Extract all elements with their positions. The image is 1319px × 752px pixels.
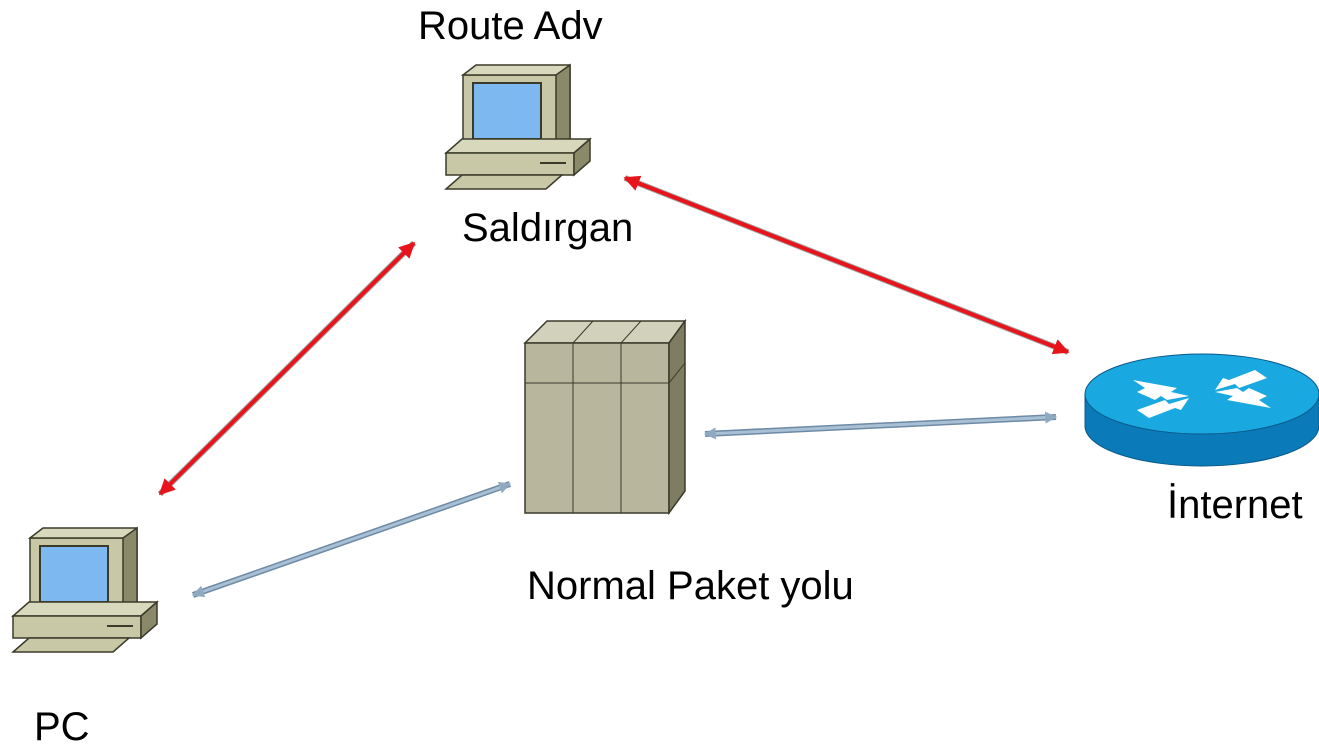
normal-path-label: Normal Paket yolu [527, 564, 854, 608]
attacker-label: Saldırgan [462, 206, 634, 250]
workstation-icon [11, 526, 159, 653]
internet-label: İnternet [1167, 483, 1303, 527]
pc-label: PC [34, 705, 90, 749]
link-pc-attacker [157, 240, 417, 497]
router-icon [1084, 353, 1319, 467]
link-server-internet [703, 411, 1058, 440]
workstation-icon [444, 63, 592, 190]
link-pc-server [191, 481, 512, 598]
link-attacker-internet [623, 175, 1070, 355]
server-icon [523, 318, 687, 516]
route-adv-label: Route Adv [418, 4, 603, 48]
